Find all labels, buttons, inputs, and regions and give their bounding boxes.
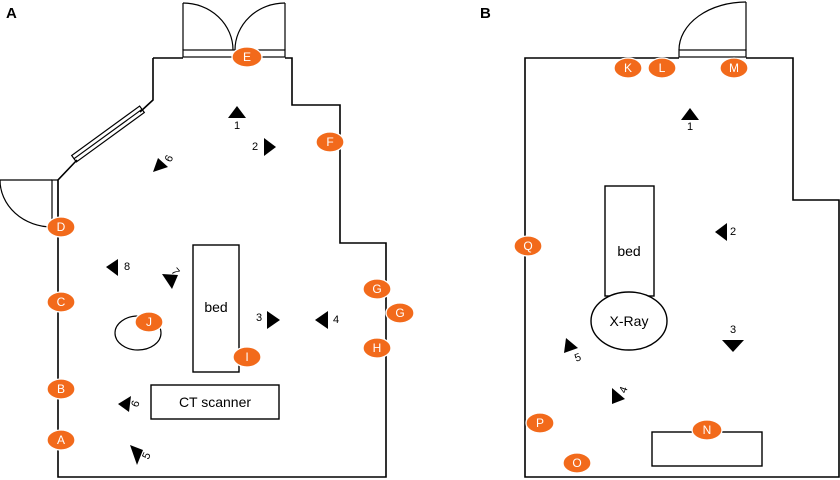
svg-text:O: O: [572, 456, 581, 470]
panel-a-arrow-2: 2: [252, 138, 276, 156]
panel-a-arrow-1: 1: [228, 106, 246, 132]
svg-text:K: K: [624, 61, 632, 75]
panel-b-xray-label: X-Ray: [610, 313, 649, 329]
panel-b-letter: B: [480, 5, 491, 22]
svg-text:H: H: [373, 341, 382, 355]
svg-text:2: 2: [730, 226, 736, 238]
svg-text:J: J: [146, 315, 152, 329]
svg-text:A: A: [57, 433, 65, 447]
marker-c: C: [46, 291, 76, 313]
marker-a: A: [46, 429, 76, 451]
panel-b-arrow-1: 1: [681, 108, 699, 133]
svg-text:1: 1: [687, 121, 693, 133]
svg-text:3: 3: [730, 324, 736, 336]
panel-a-letter: A: [6, 5, 17, 22]
svg-text:3: 3: [256, 312, 262, 324]
marker-d: D: [46, 216, 76, 238]
svg-text:5: 5: [573, 351, 583, 364]
panel-a-left-door: [0, 179, 59, 228]
marker-q: Q: [513, 235, 543, 257]
panel-b: B bed X-Ray 1 2 3: [480, 1, 840, 478]
svg-text:C: C: [57, 295, 66, 309]
panel-b-arrow-3: 3: [722, 324, 744, 352]
svg-text:2: 2: [252, 141, 258, 153]
svg-text:6: 6: [129, 399, 142, 409]
marker-p: P: [525, 412, 555, 434]
svg-text:I: I: [245, 350, 248, 364]
panel-a-window: [70, 105, 146, 163]
svg-text:5: 5: [140, 451, 153, 462]
panel-a-arrow-8: 8: [106, 259, 130, 276]
panel-a-arrow-6: 6: [118, 396, 143, 412]
panel-b-arrow-4: 4: [612, 385, 631, 404]
marker-l: L: [647, 57, 677, 79]
svg-text:P: P: [536, 416, 544, 430]
svg-text:F: F: [326, 135, 333, 149]
svg-text:9: 9: [161, 153, 174, 164]
marker-b: B: [46, 378, 76, 400]
panel-a-arrow-9: 9: [153, 153, 175, 172]
panel-a: A bed CT scanner: [0, 2, 415, 478]
panel-a-ct-scanner-label: CT scanner: [179, 394, 251, 410]
panel-a-bed: [192, 244, 240, 373]
marker-m: M: [719, 57, 749, 79]
svg-text:M: M: [729, 61, 739, 75]
panel-a-arrow-7: 7: [162, 266, 182, 289]
svg-text:L: L: [659, 61, 666, 75]
panel-a-arrow-4: 4: [315, 311, 339, 329]
svg-text:D: D: [57, 220, 66, 234]
panel-a-ct-scanner: [150, 384, 280, 420]
marker-o: O: [562, 452, 592, 474]
marker-i: I: [232, 346, 262, 368]
panel-b-xray: [590, 291, 668, 351]
panel-b-room-walls: [524, 57, 840, 478]
svg-text:1: 1: [234, 120, 240, 132]
panel-b-arrow-2: 2: [715, 223, 736, 241]
marker-k: K: [613, 57, 643, 79]
svg-text:G: G: [372, 282, 381, 296]
marker-n: N: [691, 419, 723, 441]
marker-h: H: [362, 337, 392, 359]
panel-a-arrow-3: 3: [256, 311, 280, 329]
marker-f: F: [315, 131, 345, 153]
marker-g-upper: G: [362, 278, 392, 300]
svg-text:B: B: [57, 382, 65, 396]
marker-g-lower: G: [385, 302, 415, 324]
svg-text:Q: Q: [523, 239, 532, 253]
panel-a-bed-label: bed: [204, 299, 227, 315]
panel-a-room-walls: [57, 57, 387, 478]
panel-a-arrow-5: 5: [130, 445, 154, 465]
panel-b-bed: [604, 185, 655, 297]
marker-j: J: [134, 311, 164, 333]
svg-text:8: 8: [124, 261, 130, 273]
svg-text:E: E: [243, 50, 251, 64]
svg-text:4: 4: [333, 314, 339, 326]
svg-text:N: N: [703, 423, 712, 437]
panel-b-arrow-5: 5: [564, 338, 583, 365]
marker-e: E: [231, 46, 263, 68]
panel-a-double-door: [182, 2, 286, 58]
panel-b-bed-label: bed: [617, 243, 640, 259]
svg-text:4: 4: [617, 385, 630, 395]
panel-b-door: [678, 1, 747, 58]
svg-text:G: G: [395, 306, 404, 320]
